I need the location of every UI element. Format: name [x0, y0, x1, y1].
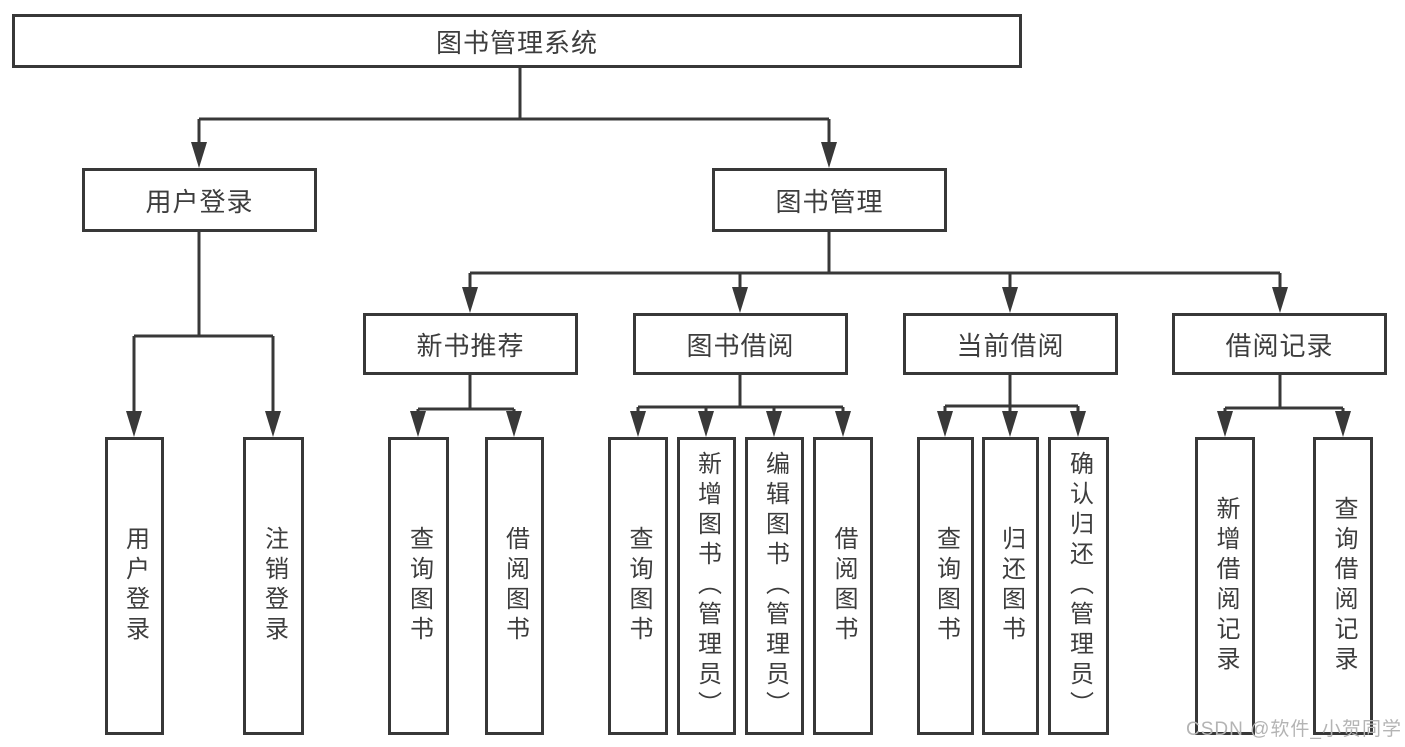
node-label: 查询图书 — [405, 526, 433, 646]
node-label: 用户登录 — [145, 186, 254, 217]
connector-borrow-records-to-leaves — [1223, 375, 1345, 416]
node-new-book-recommend: 新书推荐 — [363, 313, 578, 375]
node-label: 查询图书 — [625, 526, 652, 646]
arrowhead — [506, 411, 522, 437]
arrowhead — [732, 287, 748, 313]
arrowhead — [126, 411, 142, 437]
connector-user-login-to-leaves — [132, 232, 275, 416]
node-label: 借阅图书 — [501, 526, 529, 646]
node-label: 借阅记录 — [1225, 330, 1334, 361]
leaf-borrow-books-recommend: 借阅图书 — [485, 437, 544, 735]
arrowhead — [410, 411, 426, 437]
leaf-query-books-current: 查询图书 — [917, 437, 974, 735]
node-label: 确认归还（管理员） — [1065, 451, 1093, 721]
node-book-borrow: 图书借阅 — [633, 313, 848, 375]
leaf-add-books-admin: 新增图书（管理员） — [677, 437, 736, 735]
node-label: 编辑图书（管理员） — [761, 451, 789, 721]
leaf-query-books-borrow: 查询图书 — [608, 437, 668, 735]
leaf-query-borrow-record: 查询借阅记录 — [1313, 437, 1373, 735]
node-label: 注销登录 — [260, 526, 288, 646]
node-label: 新书推荐 — [416, 330, 525, 361]
node-root-system: 图书管理系统 — [12, 14, 1022, 68]
arrowhead — [191, 142, 207, 168]
node-label: 用户登录 — [121, 526, 149, 646]
arrowhead — [1272, 287, 1288, 313]
node-label: 归还图书 — [997, 526, 1025, 646]
arrowhead — [1217, 411, 1233, 437]
leaf-edit-books-admin: 编辑图书（管理员） — [745, 437, 804, 735]
connector-new-book-recommend-to-leaves — [416, 375, 516, 416]
node-label: 图书借阅 — [686, 330, 795, 361]
arrowhead — [821, 142, 837, 168]
leaf-logout: 注销登录 — [243, 437, 304, 735]
connector-book-mgmt-to-level3 — [468, 232, 1282, 291]
node-label: 新增借阅记录 — [1212, 496, 1239, 676]
leaf-borrow-books: 借阅图书 — [813, 437, 873, 735]
arrowhead — [462, 287, 478, 313]
leaf-return-books: 归还图书 — [982, 437, 1039, 735]
node-label: 查询借阅记录 — [1330, 496, 1357, 676]
csdn-watermark: CSDN @软件_小贺同学 — [1186, 719, 1402, 740]
node-book-management: 图书管理 — [712, 168, 947, 232]
node-current-borrow: 当前借阅 — [903, 313, 1118, 375]
arrowhead — [1002, 411, 1018, 437]
arrowhead — [1002, 287, 1018, 313]
arrowhead — [766, 411, 782, 437]
connector-root-to-level2 — [197, 68, 831, 146]
node-label: 当前借阅 — [956, 330, 1065, 361]
node-label: 借阅图书 — [830, 526, 857, 646]
arrowhead — [630, 411, 646, 437]
arrowhead — [1335, 411, 1351, 437]
node-label: 查询图书 — [932, 526, 960, 646]
connector-current-borrow-to-leaves — [943, 375, 1080, 416]
arrowhead — [1070, 411, 1086, 437]
connector-book-borrow-to-leaves — [636, 375, 845, 416]
arrowheads — [126, 142, 1351, 437]
node-label: 图书管理系统 — [435, 27, 598, 58]
arrowhead — [835, 411, 851, 437]
arrowhead — [265, 411, 281, 437]
node-user-login: 用户登录 — [82, 168, 317, 232]
node-borrow-records: 借阅记录 — [1172, 313, 1387, 375]
leaf-add-borrow-record: 新增借阅记录 — [1195, 437, 1255, 735]
node-label: 图书管理 — [775, 186, 884, 217]
leaf-confirm-return-admin: 确认归还（管理员） — [1048, 437, 1109, 735]
node-label: 新增图书（管理员） — [693, 451, 721, 721]
arrowhead — [937, 411, 953, 437]
arrowhead — [698, 411, 714, 437]
leaf-query-books-recommend: 查询图书 — [388, 437, 449, 735]
leaf-user-login: 用户登录 — [105, 437, 164, 735]
